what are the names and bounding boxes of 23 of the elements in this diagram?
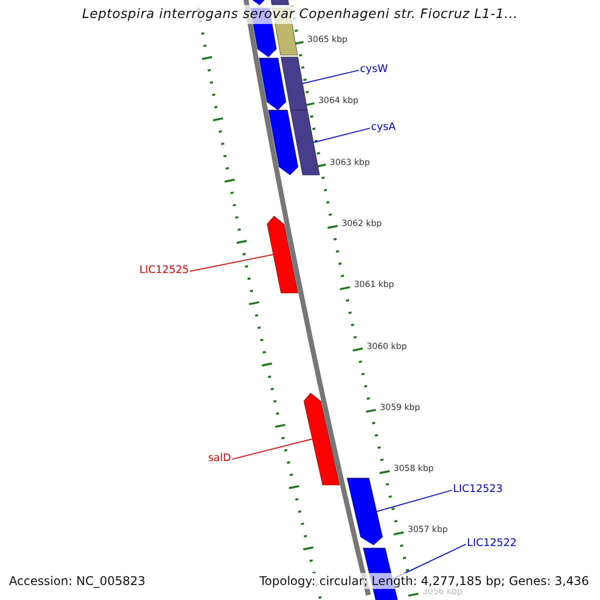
leader-line (376, 490, 452, 512)
gene-label: LIC12522 (467, 537, 517, 549)
gene-feature (290, 110, 320, 176)
gene-feature (304, 392, 340, 486)
scale-label: 3064 kbp (318, 96, 358, 106)
gene-label: LIC12523 (453, 483, 503, 495)
scale-label: 3058 kbp (394, 464, 434, 474)
gene-feature (280, 56, 308, 110)
gene-label: cysA (371, 121, 396, 133)
leader-line (302, 70, 360, 84)
gene-label: cysW (360, 63, 388, 75)
scale-label: 3061 kbp (354, 280, 394, 290)
scale-label: 3060 kbp (366, 342, 407, 352)
scale-label: 3062 kbp (342, 218, 382, 229)
scale-label: 3059 kbp (380, 402, 420, 413)
leader-line (232, 438, 313, 460)
gene-label: LIC12525 (139, 264, 189, 276)
leader-line (190, 254, 274, 272)
gene-feature (346, 478, 383, 546)
gene-label: salD (208, 452, 231, 464)
gene-feature (266, 216, 298, 294)
scale-label: 3057 kbp (408, 525, 448, 536)
leader-line (312, 128, 370, 143)
